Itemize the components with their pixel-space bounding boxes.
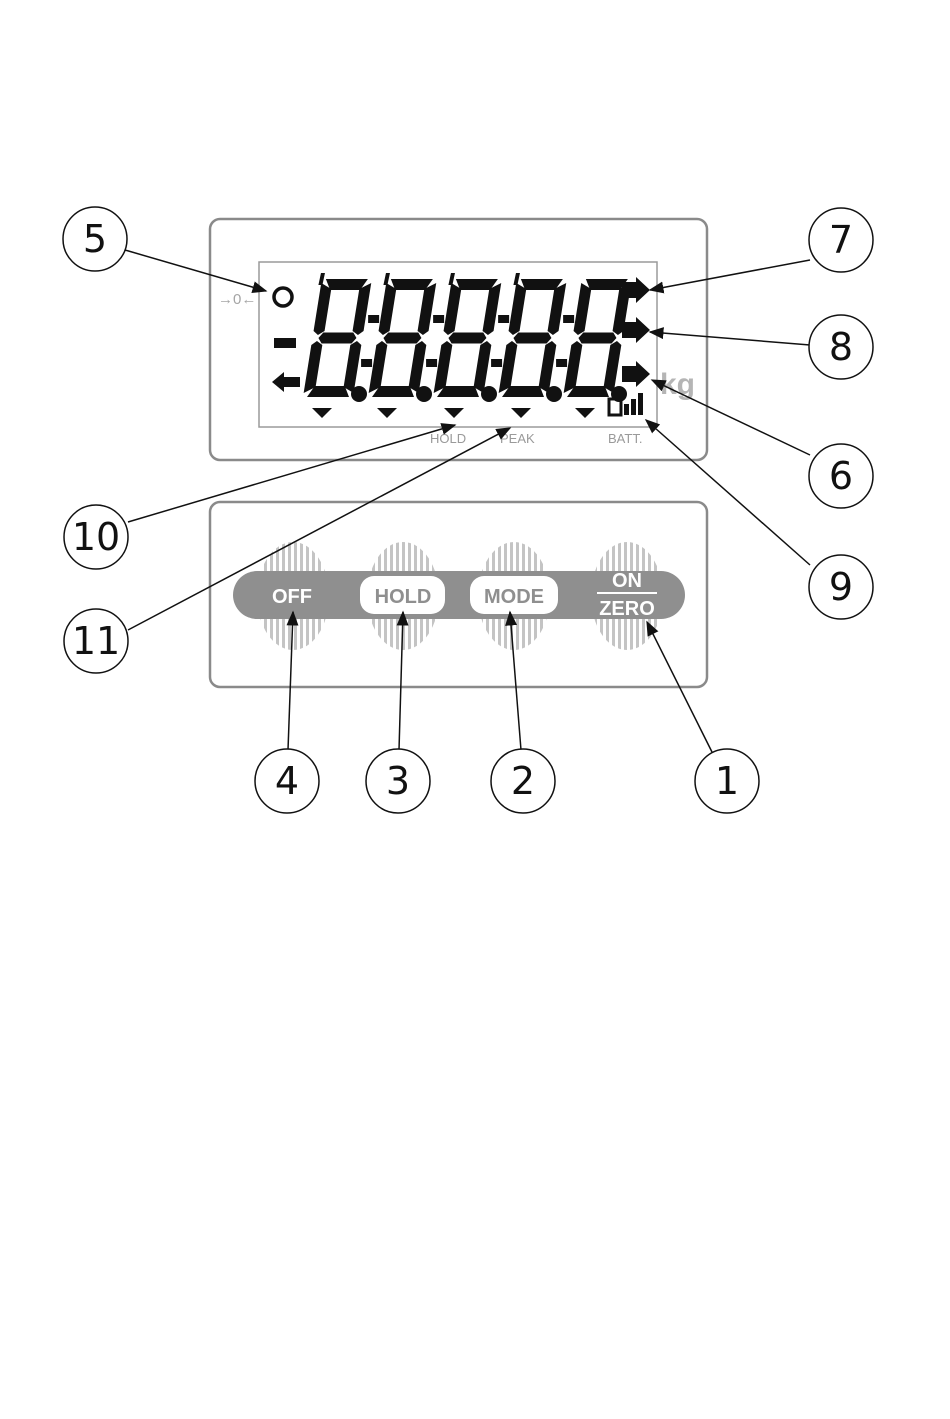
digit-segment [318, 333, 356, 344]
svg-text:2: 2 [511, 759, 535, 803]
separator-dash [556, 359, 567, 367]
digit-segment [383, 333, 421, 344]
svg-text:5: 5 [83, 217, 107, 261]
digit-segment [418, 283, 437, 335]
left-arrow-icon [272, 372, 300, 392]
digit-segment [604, 341, 622, 393]
callout-3: 3 [366, 749, 430, 813]
hold-button[interactable]: HOLD [360, 576, 445, 614]
apostrophe-mark [513, 273, 520, 285]
leader-8 [650, 332, 810, 345]
hold-button-label: HOLD [375, 586, 432, 608]
separator-dash [426, 359, 437, 367]
triangle-marker [377, 408, 397, 418]
leader-6 [652, 380, 810, 455]
svg-text:8: 8 [829, 325, 853, 369]
unit-kg: kg [660, 368, 695, 401]
indicator-arrow-6 [622, 361, 650, 387]
on-label: ON [612, 570, 642, 592]
leader-10 [128, 425, 455, 522]
peak-label: PEAK [500, 431, 535, 446]
digit-segment [444, 283, 462, 335]
svg-text:3: 3 [386, 759, 410, 803]
callout-6: 6 [809, 444, 873, 508]
stable-indicator-icon [274, 288, 292, 306]
indicator-arrow-8 [622, 317, 650, 343]
callout-11: 11 [64, 609, 128, 673]
apostrophe-mark [318, 273, 325, 285]
digit-segment [513, 333, 551, 344]
svg-text:6: 6 [829, 454, 853, 498]
svg-text:10: 10 [72, 515, 120, 559]
digit-segment [409, 341, 427, 393]
apostrophe-mark [448, 273, 455, 285]
callout-4: 4 [255, 749, 319, 813]
seven-segment-digits [304, 273, 632, 402]
separator-dash [563, 315, 574, 323]
digit-segment [353, 283, 372, 335]
digit-segment [344, 341, 362, 393]
separator-dash [433, 315, 444, 323]
leader-9 [646, 420, 810, 565]
decimal-point [481, 386, 497, 402]
zero-label: ZERO [599, 598, 655, 620]
digit-segment [304, 341, 323, 393]
decimal-point [546, 386, 562, 402]
peak-triangle-marker [511, 408, 531, 418]
batt-label: BATT. [608, 431, 642, 446]
digit-segment [483, 283, 502, 335]
hold-label: HOLD [430, 431, 466, 446]
digit-segment [548, 283, 567, 335]
keypad-panel: OFF HOLD MODE ON ZERO [210, 502, 707, 687]
digit-segment [574, 283, 592, 335]
mode-button[interactable]: MODE [470, 576, 558, 614]
callout-7: 7 [809, 208, 873, 272]
svg-text:4: 4 [275, 759, 299, 803]
svg-text:7: 7 [829, 218, 853, 262]
decimal-point [351, 386, 367, 402]
separator-dash [498, 315, 509, 323]
svg-text:9: 9 [829, 565, 853, 609]
leader-5 [125, 250, 266, 291]
callout-10: 10 [64, 505, 128, 569]
digit-segment [379, 283, 397, 335]
decimal-point [416, 386, 432, 402]
hold-triangle-marker [444, 408, 464, 418]
separator-dash [361, 359, 372, 367]
triangle-marker [312, 408, 332, 418]
minus-sign-icon [274, 338, 296, 348]
callout-9: 9 [809, 555, 873, 619]
apostrophe-mark [383, 273, 390, 285]
callout-2: 2 [491, 749, 555, 813]
triangle-marker [575, 408, 595, 418]
separator-dash [368, 315, 379, 323]
mode-button-label: MODE [484, 586, 544, 608]
off-button-label: OFF [272, 586, 312, 608]
digit-segment [539, 341, 557, 393]
callout-8: 8 [809, 315, 873, 379]
callout-5: 5 [63, 207, 127, 271]
digit-segment [509, 283, 527, 335]
digit-segment [474, 341, 492, 393]
callout-1: 1 [695, 749, 759, 813]
digit-segment [314, 283, 332, 335]
svg-text:1: 1 [715, 759, 739, 803]
digit-segment [448, 333, 486, 344]
leader-7 [650, 260, 810, 290]
off-button[interactable]: OFF [272, 586, 312, 608]
digit-segment [578, 333, 616, 344]
zero-indicator: →0← [218, 291, 256, 308]
display-panel: →0← kg HOLD PEAK BATT. [210, 219, 707, 460]
separator-dash [491, 359, 502, 367]
svg-text:11: 11 [72, 619, 120, 663]
